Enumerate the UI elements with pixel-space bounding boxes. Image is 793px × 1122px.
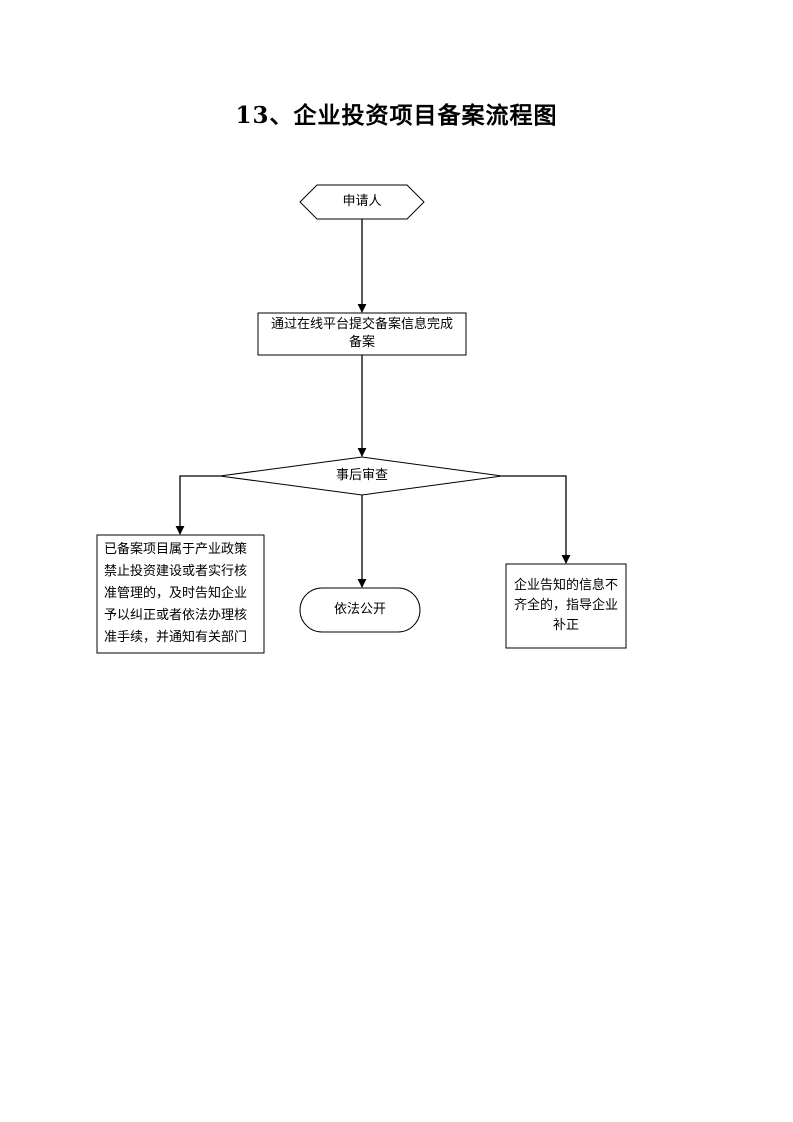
right-outcome-label: 企业告知的信息不齐全的，指导企业补正 bbox=[513, 578, 618, 633]
center-outcome-label: 依法公开 bbox=[333, 602, 386, 617]
review-label: 事后审查 bbox=[335, 468, 388, 483]
right-outcome-node bbox=[505, 563, 627, 649]
submit-label: 通过在线平台提交备案信息完成备案 bbox=[270, 317, 453, 350]
left-outcome-node bbox=[96, 534, 265, 654]
submit-node bbox=[257, 312, 467, 356]
connector-review-right bbox=[502, 475, 571, 564]
applicant-node bbox=[299, 184, 425, 220]
page-title: 13、企业投资项目备案流程图 bbox=[235, 102, 558, 129]
center-outcome-node bbox=[299, 587, 421, 633]
applicant-label: 申请人 bbox=[342, 194, 382, 209]
left-outcome-label: 已备案项目属于产业政策禁止投资建设或者实行核准管理的，及时告知企业予以纠正或者依… bbox=[104, 542, 248, 645]
connector-review-left bbox=[175, 475, 220, 535]
